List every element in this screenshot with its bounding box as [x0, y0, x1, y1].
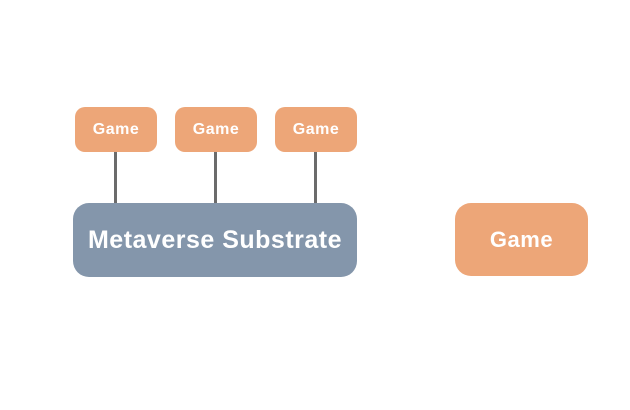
- game-node-1: Game: [75, 107, 157, 152]
- connector-line: [214, 150, 217, 206]
- standalone-game-node: Game: [455, 203, 588, 276]
- game-node-3: Game: [275, 107, 357, 152]
- connector-line: [114, 150, 117, 206]
- metaverse-substrate-node: Metaverse Substrate: [73, 203, 357, 277]
- connector-line: [314, 150, 317, 206]
- game-node-2: Game: [175, 107, 257, 152]
